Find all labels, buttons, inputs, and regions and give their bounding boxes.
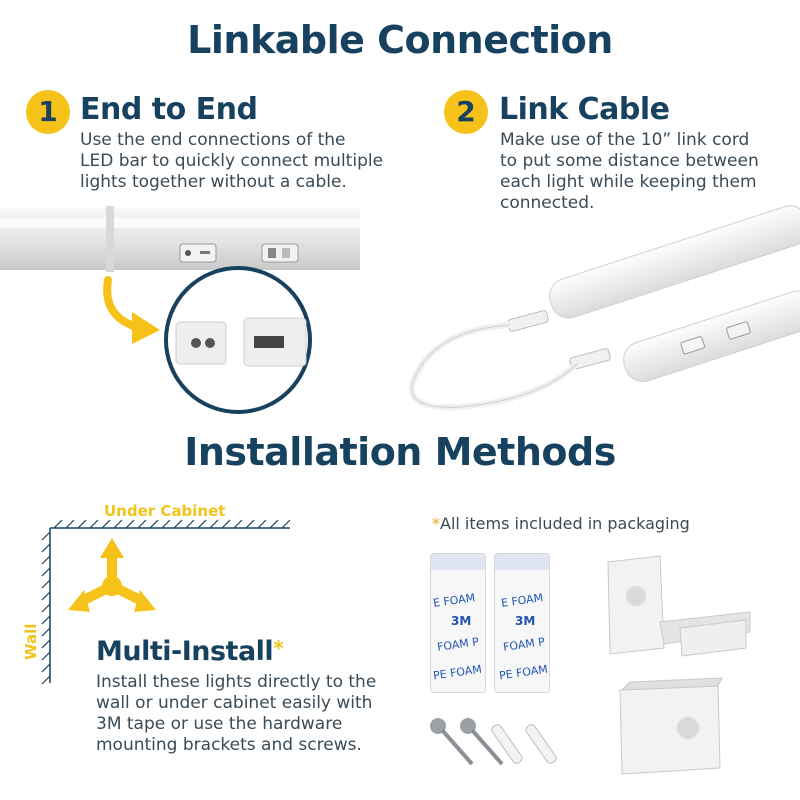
multi-install-line: 3M tape or use the hardware	[96, 714, 343, 734]
tape-label: PE FOAM	[498, 662, 549, 683]
tape-label: 3M	[515, 614, 536, 628]
screw-icon	[460, 718, 504, 766]
tape-label: E FOAM	[432, 591, 476, 610]
step-2-description: Make use of the 10” link cord to put som…	[500, 130, 790, 214]
step-2-line: each light while keeping them	[500, 172, 757, 192]
three-way-arrow-icon	[68, 538, 156, 612]
step-2-line: Make use of the 10” link cord	[500, 130, 750, 150]
mounting-brackets	[607, 555, 751, 775]
multi-install-description: Install these lights directly to the wal…	[96, 672, 416, 756]
screw-icon	[430, 718, 474, 766]
step-2-badge: 2	[444, 90, 488, 134]
step-2-line: connected.	[500, 193, 595, 213]
screws-and-anchors	[430, 718, 557, 766]
step-1-title: End to End	[80, 92, 258, 127]
section-title-linkable: Linkable Connection	[187, 18, 613, 62]
link-cable-illustration	[408, 205, 800, 411]
packaging-note: *All items included in packaging	[432, 514, 690, 533]
packaging-note-asterisk: *	[432, 514, 440, 533]
step-1-line: LED bar to quickly connect multiple	[80, 151, 384, 171]
multi-install-line: wall or under cabinet easily with	[96, 693, 373, 713]
wall-label: Wall	[22, 623, 40, 660]
multi-install-title-text: Multi-Install	[96, 636, 274, 667]
step-1-badge: 1	[26, 90, 70, 134]
tape-label: E FOAM	[500, 591, 544, 610]
step-1-line: Use the end connections of the	[80, 130, 346, 150]
foam-tape-strip: E FOAM 3M FOAM P PE FOAM	[430, 553, 486, 693]
power-switch-icon	[179, 243, 217, 263]
tape-label: FOAM P	[436, 635, 480, 654]
step-2-title: Link Cable	[499, 92, 670, 127]
tape-label: FOAM P	[502, 635, 546, 654]
under-cabinet-label: Under Cabinet	[104, 502, 226, 520]
mounting-bracket-icon	[619, 677, 723, 775]
section-title-installation: Installation Methods	[184, 430, 616, 474]
mode-switch-icon	[261, 243, 299, 263]
step-1-description: Use the end connections of the LED bar t…	[80, 130, 410, 193]
step-1-line: lights together without a cable.	[80, 172, 347, 192]
curved-arrow-icon	[103, 276, 160, 344]
connector-zoom-circle	[164, 266, 312, 414]
multi-install-title: Multi-Install*	[96, 636, 284, 667]
mounting-bracket-icon	[607, 555, 751, 657]
multi-install-line: Install these lights directly to the	[96, 672, 377, 692]
wall-anchor-icon	[491, 724, 523, 764]
corner-diagram	[41, 519, 291, 685]
led-bar-end-to-end-illustration	[0, 206, 360, 414]
wall-anchor-icon	[525, 724, 557, 764]
foam-tape-strip: E FOAM 3M FOAM P PE FOAM	[494, 553, 550, 693]
step-2-line: to put some distance between	[500, 151, 759, 171]
packaging-note-text: All items included in packaging	[440, 514, 690, 533]
multi-install-asterisk: *	[273, 636, 284, 660]
multi-install-line: mounting brackets and screws.	[96, 735, 362, 755]
tape-label: 3M	[451, 614, 472, 628]
tape-label: PE FOAM	[432, 662, 483, 683]
